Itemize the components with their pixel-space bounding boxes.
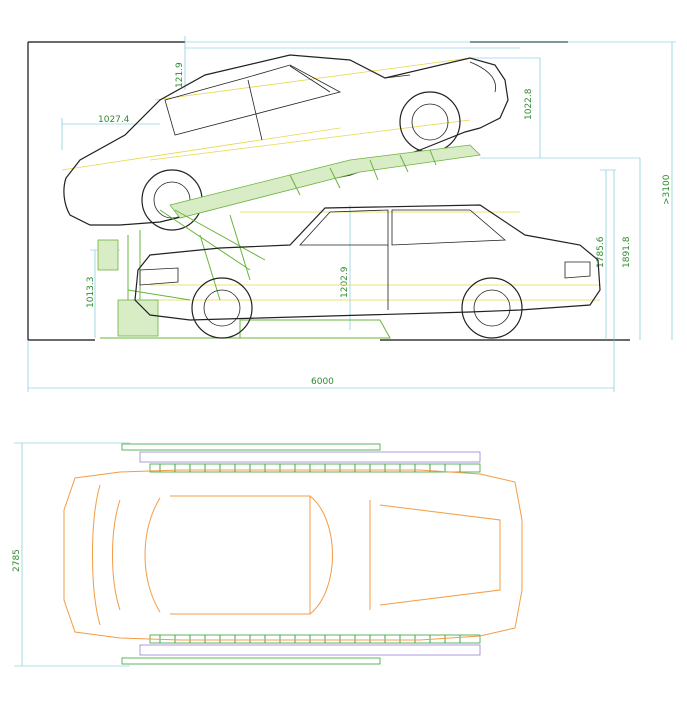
plan-car-outline — [63, 469, 523, 641]
upper-car-windows — [164, 64, 342, 141]
width-dimension-lines — [14, 442, 130, 667]
right-height-lines — [600, 42, 673, 340]
dim-column-height: 1013.3 — [86, 277, 96, 309]
lower-car-front-hub — [203, 289, 241, 327]
ramp — [239, 319, 391, 339]
dim-total-width: 2785 — [12, 549, 22, 572]
top-extension-lines — [184, 36, 676, 90]
base-column — [117, 299, 159, 337]
hydraulic-unit — [97, 239, 119, 271]
dim-upper-car-offset: 1027.4 — [98, 115, 130, 125]
dim-total-length: 6000 — [311, 377, 334, 387]
dim-upper-platform-height: 1022.8 — [524, 88, 534, 120]
upper-car-trim — [124, 61, 497, 136]
dim-platform-height-a: 1785.6 — [596, 236, 606, 268]
upper-car — [63, 54, 509, 231]
plan-car — [63, 469, 523, 641]
upper-platform — [169, 144, 481, 219]
upper-car-rear-hub — [411, 103, 449, 141]
lower-car-front-wheel — [191, 277, 253, 339]
bottom-rail-track — [139, 644, 481, 656]
lower-car-body — [134, 204, 601, 321]
plan-car-glass — [112, 499, 501, 611]
plan-car-roof — [144, 495, 333, 615]
top-rail — [121, 443, 481, 473]
top-rail-inner — [149, 463, 481, 473]
dim-lower-car-height: 1202.9 — [340, 266, 350, 298]
upper-platform-dimension — [468, 57, 640, 159]
lower-car — [134, 204, 601, 339]
top-rail-track — [139, 451, 481, 463]
guide-lines — [61, 57, 600, 301]
dim-top-clearance: 121.9 — [175, 62, 185, 88]
top-rail-outer — [121, 443, 381, 451]
lower-car-rear-hub — [473, 289, 511, 327]
lift-mechanism — [97, 209, 391, 339]
bottom-rail-ribs — [159, 635, 461, 643]
length-dimension-lines — [27, 170, 615, 392]
lower-car-rear-wheel — [461, 277, 523, 339]
lower-car-windows — [299, 209, 507, 310]
lower-car-lights — [139, 261, 591, 286]
upper-car-body — [63, 54, 509, 226]
dim-total-height: >3100 — [662, 174, 672, 205]
plan-view: 2785 — [12, 442, 523, 667]
upper-platform-ribs — [289, 149, 437, 196]
side-view: 121.9 1027.4 1022.8 >3100 1785.6 1891.8 … — [27, 36, 676, 392]
top-rail-ribs — [159, 464, 461, 472]
plan-car-detail-lines — [92, 484, 371, 626]
offset-dimension-lines — [61, 118, 160, 150]
dim-platform-height-b: 1891.8 — [622, 236, 632, 268]
bottom-rail-outer — [121, 657, 381, 665]
